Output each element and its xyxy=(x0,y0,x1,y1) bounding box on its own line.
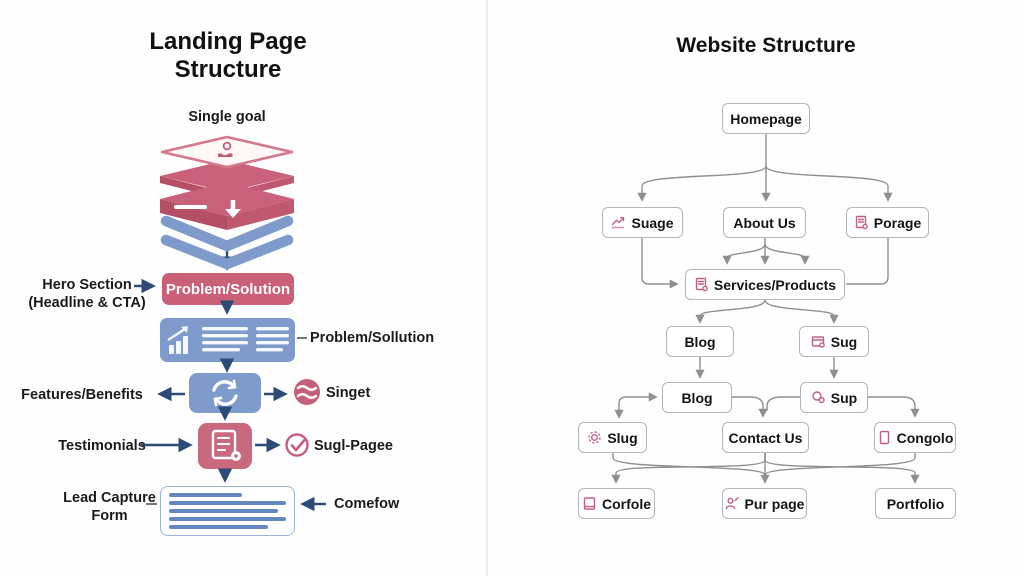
node-services-products: Services/Products xyxy=(685,269,845,300)
card-icon xyxy=(811,336,825,348)
book-icon xyxy=(583,497,596,510)
node-label: Blog xyxy=(681,389,713,406)
sugl-pagee-label: Sugl-Pagee xyxy=(314,438,393,454)
document-icon xyxy=(855,215,868,230)
node-label: Sug xyxy=(830,333,858,350)
website-structure-title: Website Structure xyxy=(676,34,856,57)
content-block-box xyxy=(160,318,295,362)
comefow-label: Comefow xyxy=(334,496,400,512)
problem-solution-box: Problem/Solution xyxy=(162,273,294,305)
funnel-caption: Single goal xyxy=(188,109,266,125)
lead-capture-form-box xyxy=(160,486,295,536)
node-label: Homepage xyxy=(730,110,802,127)
node-sug: Sug xyxy=(799,326,869,357)
form-line xyxy=(169,509,278,513)
node-blog-upper: Blog xyxy=(666,326,734,357)
document-icon xyxy=(695,277,708,292)
node-label: Services/Products xyxy=(713,276,837,293)
hero-section-label: Hero Section (Headline & CTA) xyxy=(28,277,146,312)
gear-icon xyxy=(588,431,602,444)
callout-dashes xyxy=(146,337,307,505)
features-benefits-label: Features/Benefits xyxy=(21,387,143,403)
node-label: Slug xyxy=(607,429,638,446)
landing-page-title: Landing Page Structure xyxy=(149,28,307,84)
node-slug: Slug xyxy=(578,422,647,453)
form-line xyxy=(169,517,286,521)
form-line xyxy=(169,493,242,497)
node-corfole: Corfole xyxy=(578,488,655,519)
node-sup: Sup xyxy=(800,382,868,413)
panel-divider xyxy=(486,0,488,576)
person-tray-icon xyxy=(218,141,233,157)
problem-solution-box-label: Problem/Solution xyxy=(165,280,291,298)
node-label: Contact Us xyxy=(728,429,803,446)
form-line xyxy=(169,525,269,529)
node-about-us: About Us xyxy=(723,207,806,238)
singet-badge-icon xyxy=(294,379,320,405)
node-label: Pur page xyxy=(744,495,805,512)
node-label: Congolo xyxy=(896,429,954,446)
testimonials-doc-box xyxy=(198,423,252,469)
node-portfolio: Portfolio xyxy=(875,488,956,519)
node-porage: Porage xyxy=(846,207,929,238)
problem-sollution-callout: Problem/Sollution xyxy=(310,330,435,346)
node-label: Corfole xyxy=(602,495,651,512)
node-label: Suage xyxy=(631,214,674,231)
trend-up-icon xyxy=(612,217,625,229)
circles-icon xyxy=(812,391,825,404)
node-homepage: Homepage xyxy=(722,103,810,134)
person-icon xyxy=(725,497,739,510)
node-congolo: Congolo xyxy=(874,422,956,453)
node-contact-us: Contact Us xyxy=(722,422,809,453)
form-line xyxy=(169,501,286,505)
node-label: Blog xyxy=(684,333,716,350)
node-pur-page: Pur page xyxy=(722,488,807,519)
node-label: Porage xyxy=(873,214,922,231)
node-label: Sup xyxy=(830,389,858,406)
singet-label: Singet xyxy=(326,385,371,401)
features-sync-box xyxy=(189,373,261,413)
funnel-graphic xyxy=(160,135,294,271)
node-suage: Suage xyxy=(602,207,683,238)
testimonials-label: Testimonials xyxy=(58,438,146,454)
node-label: About Us xyxy=(733,214,796,231)
tablet-icon xyxy=(879,430,889,445)
node-label: Portfolio xyxy=(886,495,945,512)
lead-capture-form-label: Lead Capture Form xyxy=(63,490,156,525)
down-arrow-glyph xyxy=(225,200,241,218)
node-blog-lower: Blog xyxy=(662,382,732,413)
check-circle-icon xyxy=(285,433,309,457)
